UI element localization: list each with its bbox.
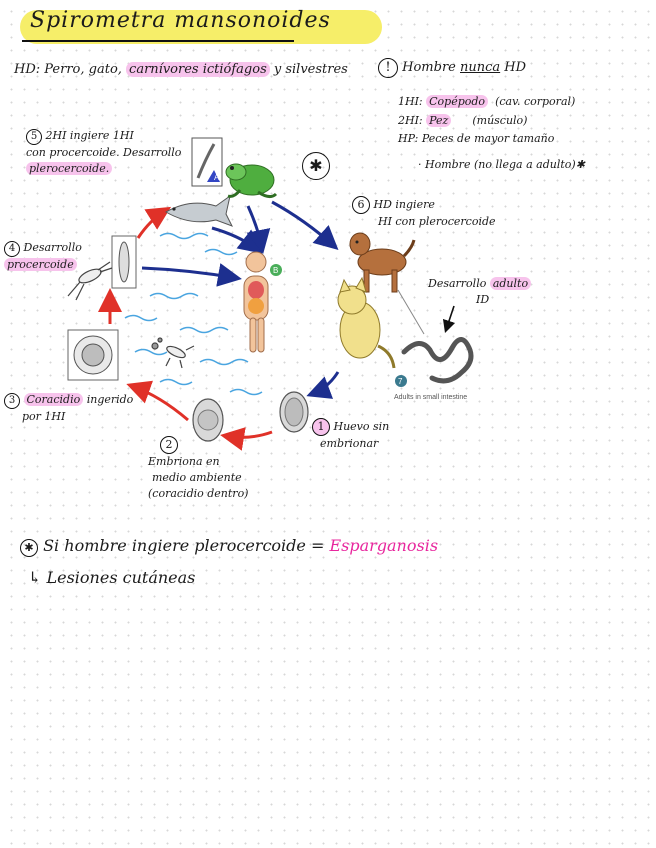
arrow-frog-to-cat (272, 202, 334, 246)
badge-a: A (214, 173, 220, 182)
coracidium-box-icon (68, 330, 118, 380)
adult-caption: Adults in small intestine (394, 394, 467, 401)
procercoid-box-icon (112, 236, 136, 288)
cutaneous-lesions-line: ↳ Lesiones cutáneas (28, 568, 195, 587)
arrow-copepod-to-human (142, 268, 236, 278)
embryonated-egg-icon (193, 399, 223, 441)
frog-icon (226, 164, 276, 197)
unembryonated-egg-icon (280, 392, 308, 432)
arrow-frog-to-human (248, 206, 262, 248)
esparganosis-line: ✱ Si hombre ingiere plerocercoide = Espa… (20, 536, 438, 557)
badge-b: B (273, 266, 278, 275)
arrow-embryo-to-coracidium (132, 386, 188, 420)
arrow-cat-to-egg (312, 372, 338, 394)
adult-worm-icon (404, 339, 471, 380)
star-circle-small-icon: ✱ (20, 539, 38, 557)
arrow-fish-to-human (212, 228, 258, 250)
arrow-right-icon: ↳ (28, 568, 41, 587)
arrow-copepod-to-fish (138, 210, 166, 238)
arrow-egg-to-embryo (226, 432, 272, 437)
esparganosis-term: Esparganosis (329, 536, 438, 555)
copepod-eating-coracidium-icon (152, 338, 194, 368)
arrow-to-adult-worm (446, 306, 454, 330)
copepod-icon (68, 262, 112, 300)
fish-icon (166, 196, 232, 226)
water-waves (125, 234, 262, 395)
cat-icon (338, 278, 394, 368)
badge-7: 7 (398, 377, 403, 386)
